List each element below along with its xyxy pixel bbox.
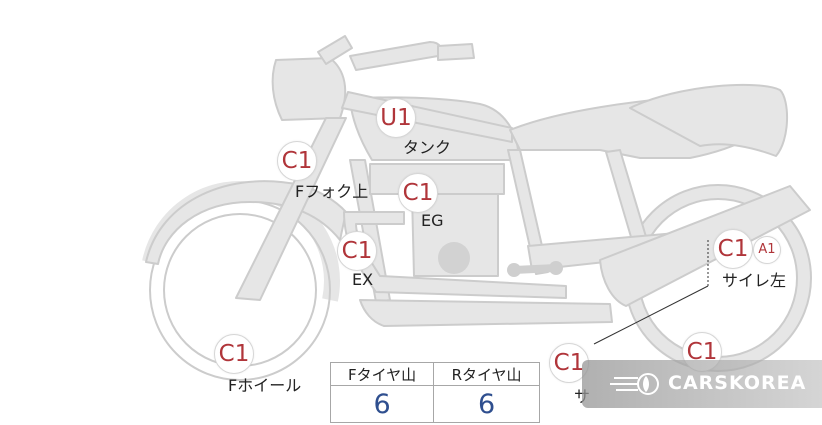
label-front-fork-upper: Fフォク上 [295, 182, 369, 201]
label-front-wheel: Fホイール [228, 376, 302, 395]
tire-tread-table: Fタイヤ山 Rタイヤ山 6 6 [329, 362, 540, 423]
label-exhaust: EX [352, 270, 374, 289]
carskorea-logo-icon [610, 373, 659, 395]
badge-side-cover-left-sub: A1 [753, 236, 781, 264]
badge-engine: C1 [398, 173, 438, 213]
badge-front-fork-upper: C1 [277, 141, 317, 181]
front-tire-header: Fタイヤ山 [329, 362, 435, 386]
rear-tire-value: 6 [433, 385, 540, 423]
badge-side-cover-left: C1 [713, 229, 753, 269]
badge-tank: U1 [376, 98, 416, 138]
badge-front-wheel: C1 [214, 334, 254, 374]
carskorea-brand: CARSKOREA [668, 372, 807, 394]
label-side-cover-left: サイレ左 [722, 271, 787, 290]
rear-tire-header: Rタイヤ山 [433, 362, 540, 386]
carskorea-watermark: CARSKOREA [582, 360, 822, 408]
label-engine: EG [421, 211, 444, 230]
badge-exhaust: C1 [337, 231, 377, 271]
label-tank: タンク [403, 138, 452, 157]
front-tire-value: 6 [329, 385, 435, 423]
